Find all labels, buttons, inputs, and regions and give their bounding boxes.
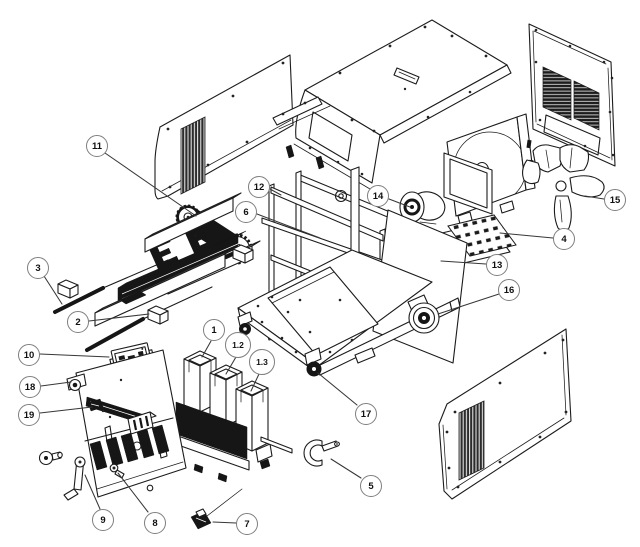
callout-14: 14 bbox=[367, 185, 389, 207]
fan-shroud bbox=[443, 113, 536, 225]
cable-clamp bbox=[190, 488, 243, 530]
callout-10: 10 bbox=[18, 344, 40, 366]
rear-wheel bbox=[407, 294, 440, 334]
right-side-panel bbox=[438, 328, 572, 500]
fan-motor bbox=[399, 191, 446, 225]
panel-bracket bbox=[127, 411, 157, 435]
tie-rod-upper bbox=[53, 286, 105, 314]
panel-knob bbox=[38, 450, 63, 466]
coil-assemblies bbox=[175, 350, 293, 483]
callout-16: 16 bbox=[498, 279, 520, 301]
crank-handle bbox=[63, 456, 86, 501]
callout-19: 19 bbox=[18, 404, 40, 426]
callout-11: 11 bbox=[86, 135, 108, 157]
callout-2: 2 bbox=[67, 311, 89, 333]
grommet-ring bbox=[334, 189, 348, 203]
callout-1-3: 1.3 bbox=[249, 349, 275, 375]
fan-blade bbox=[521, 144, 605, 232]
chassis-base bbox=[237, 209, 468, 377]
front-panel bbox=[66, 349, 187, 498]
rear-panel bbox=[528, 23, 616, 167]
callout-4: 4 bbox=[553, 228, 575, 250]
callout-5: 5 bbox=[360, 475, 382, 497]
callout-9: 9 bbox=[92, 509, 114, 531]
left-side-panel bbox=[154, 54, 294, 200]
leader-lines bbox=[39, 152, 605, 524]
callout-17: 17 bbox=[355, 403, 377, 425]
callout-3: 3 bbox=[27, 257, 49, 279]
callout-6: 6 bbox=[235, 201, 257, 223]
callout-7: 7 bbox=[236, 513, 258, 535]
callout-8: 8 bbox=[144, 512, 166, 534]
callout-15: 15 bbox=[604, 189, 626, 211]
callout-18: 18 bbox=[19, 376, 41, 398]
callout-1: 1 bbox=[203, 319, 225, 341]
callout-12: 12 bbox=[248, 176, 270, 198]
adjuster-knob bbox=[66, 373, 87, 392]
top-cover bbox=[293, 19, 512, 190]
callout-1-2: 1.2 bbox=[225, 332, 251, 358]
transformer-stack bbox=[53, 192, 261, 352]
front-caster bbox=[304, 347, 322, 377]
tie-rod-lower bbox=[85, 317, 145, 352]
hook-clip bbox=[303, 439, 340, 467]
callout-13: 13 bbox=[486, 254, 508, 276]
latch-plate bbox=[87, 398, 104, 412]
support-bracket bbox=[272, 96, 331, 130]
